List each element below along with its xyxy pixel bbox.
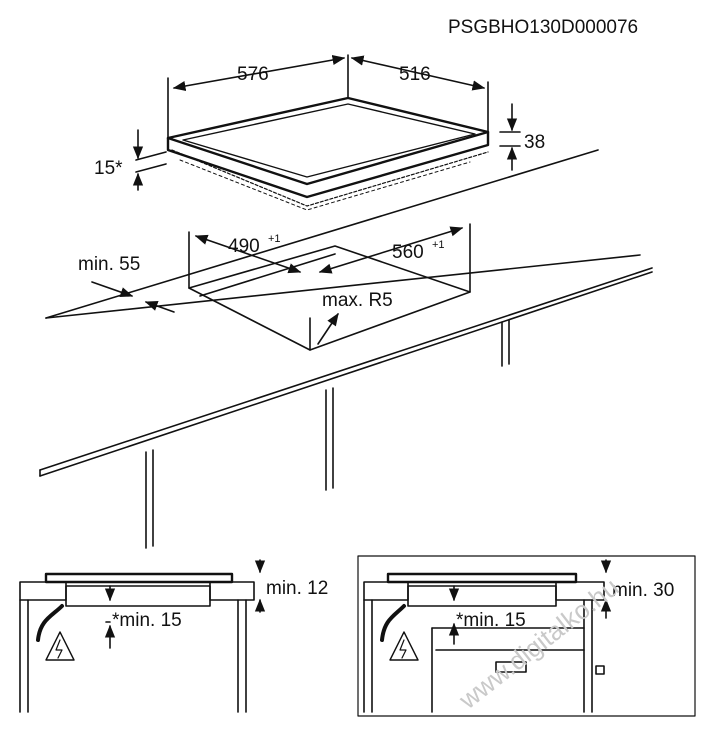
hob-depth-label: 516 <box>399 64 431 85</box>
hob-width-label: 576 <box>237 64 269 85</box>
worktop-drawing <box>39 149 653 549</box>
cutout-drawing <box>188 223 471 351</box>
hob-dimensions <box>132 54 521 191</box>
hob-height-label: 38 <box>524 132 545 153</box>
front-distance-label: min. 55 <box>78 254 140 275</box>
diagram-code: PSGBHO130D000076 <box>448 17 638 38</box>
electrical-warning-icon <box>389 631 419 661</box>
install-detail-right <box>363 559 612 713</box>
right-clearance-top-label: min. 30 <box>612 580 674 601</box>
electrical-warning-icon <box>45 631 75 661</box>
glass-edge-label: 15* <box>94 158 123 179</box>
hob-drawing <box>166 96 490 211</box>
cutout-depth-label: 560 <box>392 242 424 263</box>
cutout-depth-tolerance: +1 <box>432 239 445 251</box>
install-detail-right-frame <box>357 555 696 717</box>
install-detail-left <box>19 559 266 713</box>
right-clearance-below-label: *min. 15 <box>456 610 526 631</box>
watermark: www.digitalko.hu <box>452 572 624 715</box>
corner-radius-label: max. R5 <box>322 290 393 311</box>
left-clearance-below-label: *min. 15 <box>112 610 182 631</box>
cutout-width-tolerance: +1 <box>268 233 281 245</box>
front-distance-dimension <box>91 281 175 313</box>
cutout-width-label: 490 <box>228 236 260 257</box>
left-clearance-top-label: min. 12 <box>266 578 328 599</box>
